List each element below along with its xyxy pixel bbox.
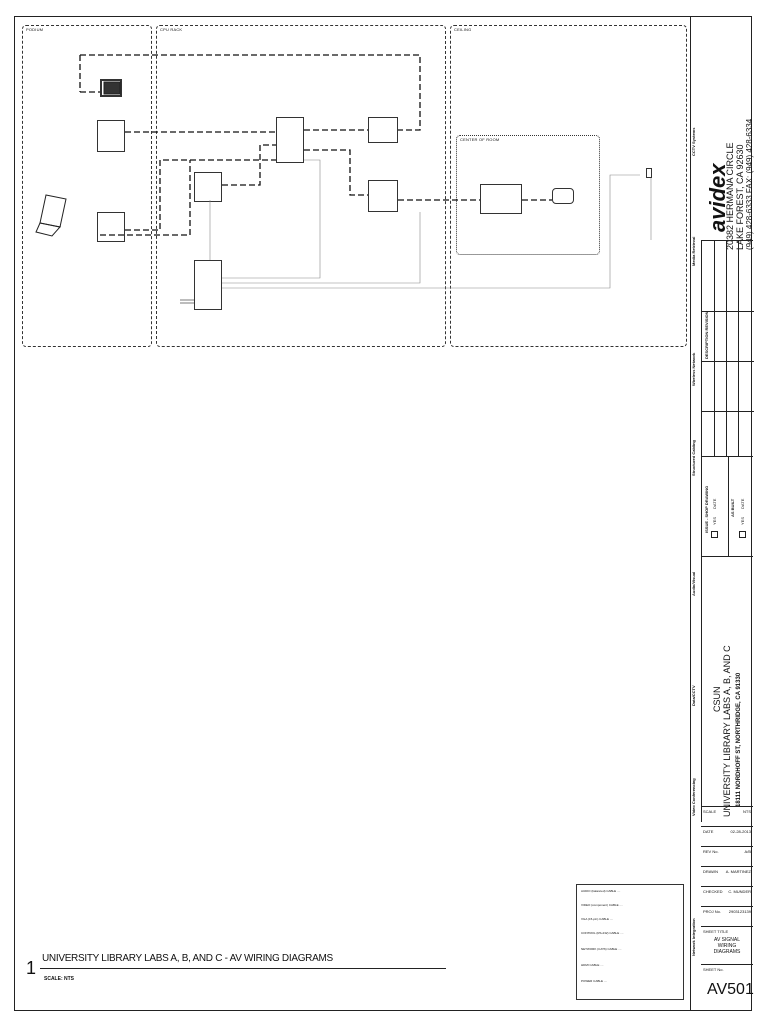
company-address2: LAKE FOREST, CA 92630 xyxy=(735,144,745,250)
date-label: DATE xyxy=(740,498,745,509)
service-label: CCTV Systems xyxy=(691,127,696,156)
drawing-sheet xyxy=(14,16,752,1011)
laptop-icon xyxy=(39,194,67,228)
as-built-label: AS BUILT xyxy=(730,498,735,517)
client-name: CSUN xyxy=(712,686,722,712)
podium-switcher-device xyxy=(97,120,125,152)
transmitter-device xyxy=(368,117,398,143)
service-label: Network Integration xyxy=(691,918,696,956)
sheet-number-row: SHEET No. AV501 xyxy=(701,964,754,1011)
legend-row: VIDEO (component) CABLE .... xyxy=(581,903,623,907)
revision-grid: DESCRIPTION REVISION xyxy=(701,240,754,457)
service-label: Video Conferencing xyxy=(691,778,696,816)
company-logo-area: avidex 20382 HERMANA CIRCLE LAKE FOREST,… xyxy=(705,22,754,252)
drawing-scale: SCALE: NTS xyxy=(44,976,74,982)
service-label: Audio/Visual xyxy=(691,571,696,596)
legend-row: POWER CABLE .... xyxy=(581,979,608,983)
project-number-row: PROJ No.2903123139 xyxy=(701,906,753,926)
service-label: Data/CCTV xyxy=(691,685,696,706)
caption-rule xyxy=(40,968,446,969)
rack-zone: CPU RACK xyxy=(156,25,446,347)
status-header: ISSUE - SHOP DRAWING xyxy=(704,485,709,533)
center-room-label: CENTER OF ROOM xyxy=(460,137,500,142)
cable-legend: AUDIO (balanced) CABLE .... VIDEO (compo… xyxy=(576,884,684,1000)
service-label: Wireless Network xyxy=(691,352,696,386)
center-room-zone: CENTER OF ROOM xyxy=(456,135,600,255)
legend-row: AUDIO (balanced) CABLE .... xyxy=(581,889,621,893)
matrix-switcher-device xyxy=(276,117,304,163)
legend-row: NETWORK (CAT6) CABLE .... xyxy=(581,947,622,951)
sheet-title-row: SHEET TITLE AV SIGNAL WIRING DIAGRAMS xyxy=(701,926,753,964)
projector-device xyxy=(552,188,574,204)
revision-header: DESCRIPTION REVISION xyxy=(704,311,709,359)
receiver-device xyxy=(368,180,398,212)
monitor-icon xyxy=(103,81,121,95)
legend-row: VGA (15-pin) CABLE .... xyxy=(581,917,614,921)
sheet-number: AV501 xyxy=(707,981,754,998)
podium-zone-label: PODIUM xyxy=(26,27,44,32)
audio-processor-device xyxy=(194,172,222,202)
service-label: Media Retrieval xyxy=(691,236,696,266)
drawing-number: 1 xyxy=(26,958,37,978)
as-built-yes-checkbox[interactable] xyxy=(739,531,746,538)
status-yes-checkbox[interactable] xyxy=(711,531,718,538)
company-address1: 20382 HERMANA CIRCLE xyxy=(725,142,735,250)
yes-label: YES xyxy=(740,516,745,525)
rack-zone-label: CPU RACK xyxy=(160,27,183,32)
project-address: 18111 NORDHOFF ST, NORTHRIDGE, CA 91330 xyxy=(736,672,742,807)
project-name: UNIVERSITY LIBRARY LABS A, B, AND C xyxy=(722,645,732,817)
yes-label: YES xyxy=(712,516,717,525)
ceiling-zone: CEILING xyxy=(450,25,687,347)
legend-row: CONTROL (RS-232) CABLE .... xyxy=(581,931,624,935)
control-processor-device xyxy=(194,260,222,310)
company-phone: (949) 428-6333 FAX: (949) 428-6334 xyxy=(745,118,754,250)
podium-input-plate-device xyxy=(97,212,125,242)
legend-row: HDMI CABLE .... xyxy=(581,963,604,967)
service-label: Structured Cabling xyxy=(691,439,696,476)
ceiling-zone-label: CEILING xyxy=(454,27,472,32)
speaker-device xyxy=(646,168,652,178)
sheet-title: AV SIGNAL WIRING DIAGRAMS xyxy=(713,937,741,955)
date-label: DATE xyxy=(712,498,717,509)
status-block: ISSUE - SHOP DRAWING YES DATE AS BUILT Y… xyxy=(701,456,753,557)
project-block: CSUN UNIVERSITY LIBRARY LABS A, B, AND C… xyxy=(701,556,753,822)
drawing-title: UNIVERSITY LIBRARY LABS A, B, AND C - AV… xyxy=(42,953,333,964)
podium-zone: PODIUM xyxy=(22,25,152,347)
title-block: avidex 20382 HERMANA CIRCLE LAKE FOREST,… xyxy=(690,16,754,1011)
scaler-device xyxy=(480,184,522,214)
rev-row: REV No.A/B xyxy=(701,846,753,866)
